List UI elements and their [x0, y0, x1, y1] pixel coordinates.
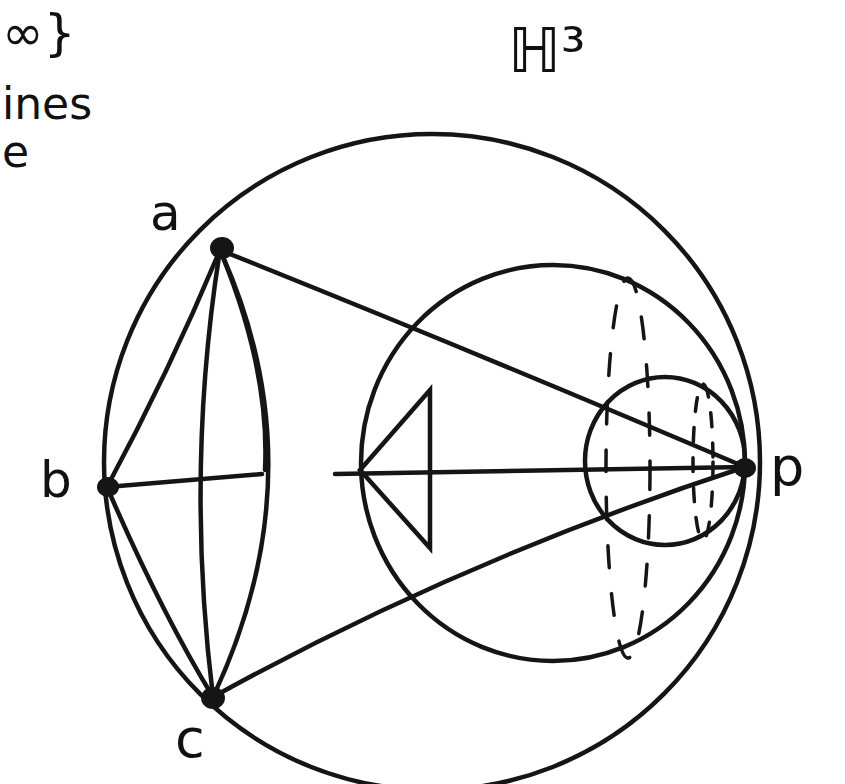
horosphere-large-dashed	[606, 278, 650, 658]
geodesic-ac	[201, 250, 220, 697]
geodesic-b-center	[107, 474, 262, 487]
horosphere-small-dashed	[693, 384, 713, 540]
space-name: ℍ³	[508, 20, 586, 82]
geodesic-ap	[220, 250, 745, 467]
ideal-point	[97, 477, 119, 497]
ideal-point	[734, 458, 756, 478]
ideal-point	[201, 687, 225, 709]
geodesic-to-p	[335, 467, 745, 474]
cut-off-note: e	[2, 130, 29, 174]
cut-off-note: ∞}	[2, 8, 75, 58]
point-label: b	[40, 455, 72, 505]
point-label: p	[770, 440, 804, 494]
horospherical-triangle	[360, 390, 430, 548]
horosphere-large	[361, 265, 745, 661]
geodesic-cp	[213, 467, 745, 697]
geodesic-bc	[107, 487, 213, 697]
ideal-point	[210, 237, 234, 259]
point-label: c	[175, 712, 205, 766]
cut-off-note: ines	[2, 82, 92, 126]
sphere-at-infinity	[104, 134, 760, 784]
point-label: a	[150, 188, 181, 238]
